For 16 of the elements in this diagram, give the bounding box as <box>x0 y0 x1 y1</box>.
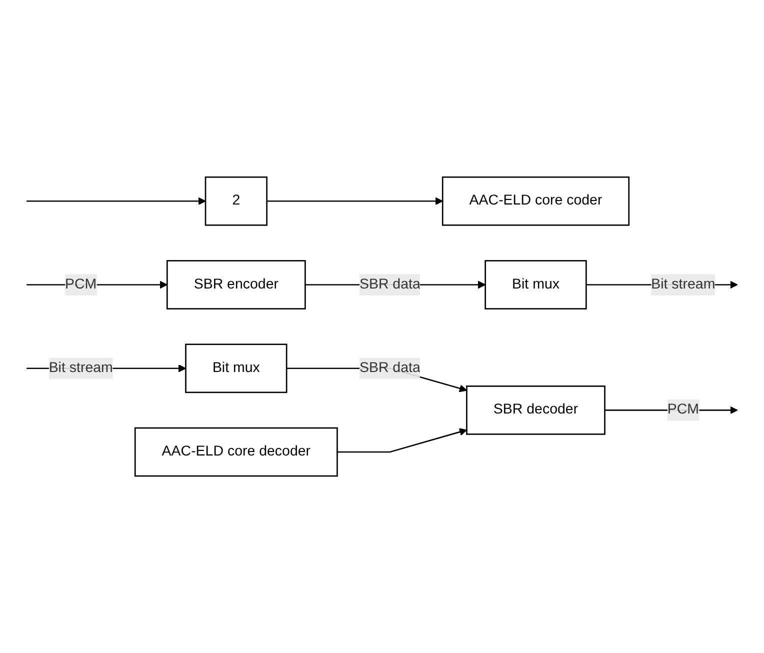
node-box: SBR decoder <box>466 385 606 435</box>
node-box: 2 <box>204 176 268 226</box>
edge-label: Bit stream <box>48 360 113 376</box>
edge-label: Bit stream <box>651 276 716 292</box>
node-box: Bit mux <box>484 260 587 310</box>
node-box: AAC-ELD core decoder <box>134 427 338 477</box>
edge-label: SBR data <box>359 360 420 376</box>
edge-label: PCM <box>667 402 699 418</box>
node-box: SBR encoder <box>166 260 306 310</box>
edge-label: PCM <box>65 276 97 292</box>
arrow <box>266 197 443 205</box>
arrow <box>337 428 468 453</box>
node-box: Bit mux <box>185 344 288 393</box>
node-box: AAC-ELD core coder <box>442 176 630 226</box>
arrow <box>26 197 206 205</box>
edge-label: SBR data <box>359 276 420 292</box>
